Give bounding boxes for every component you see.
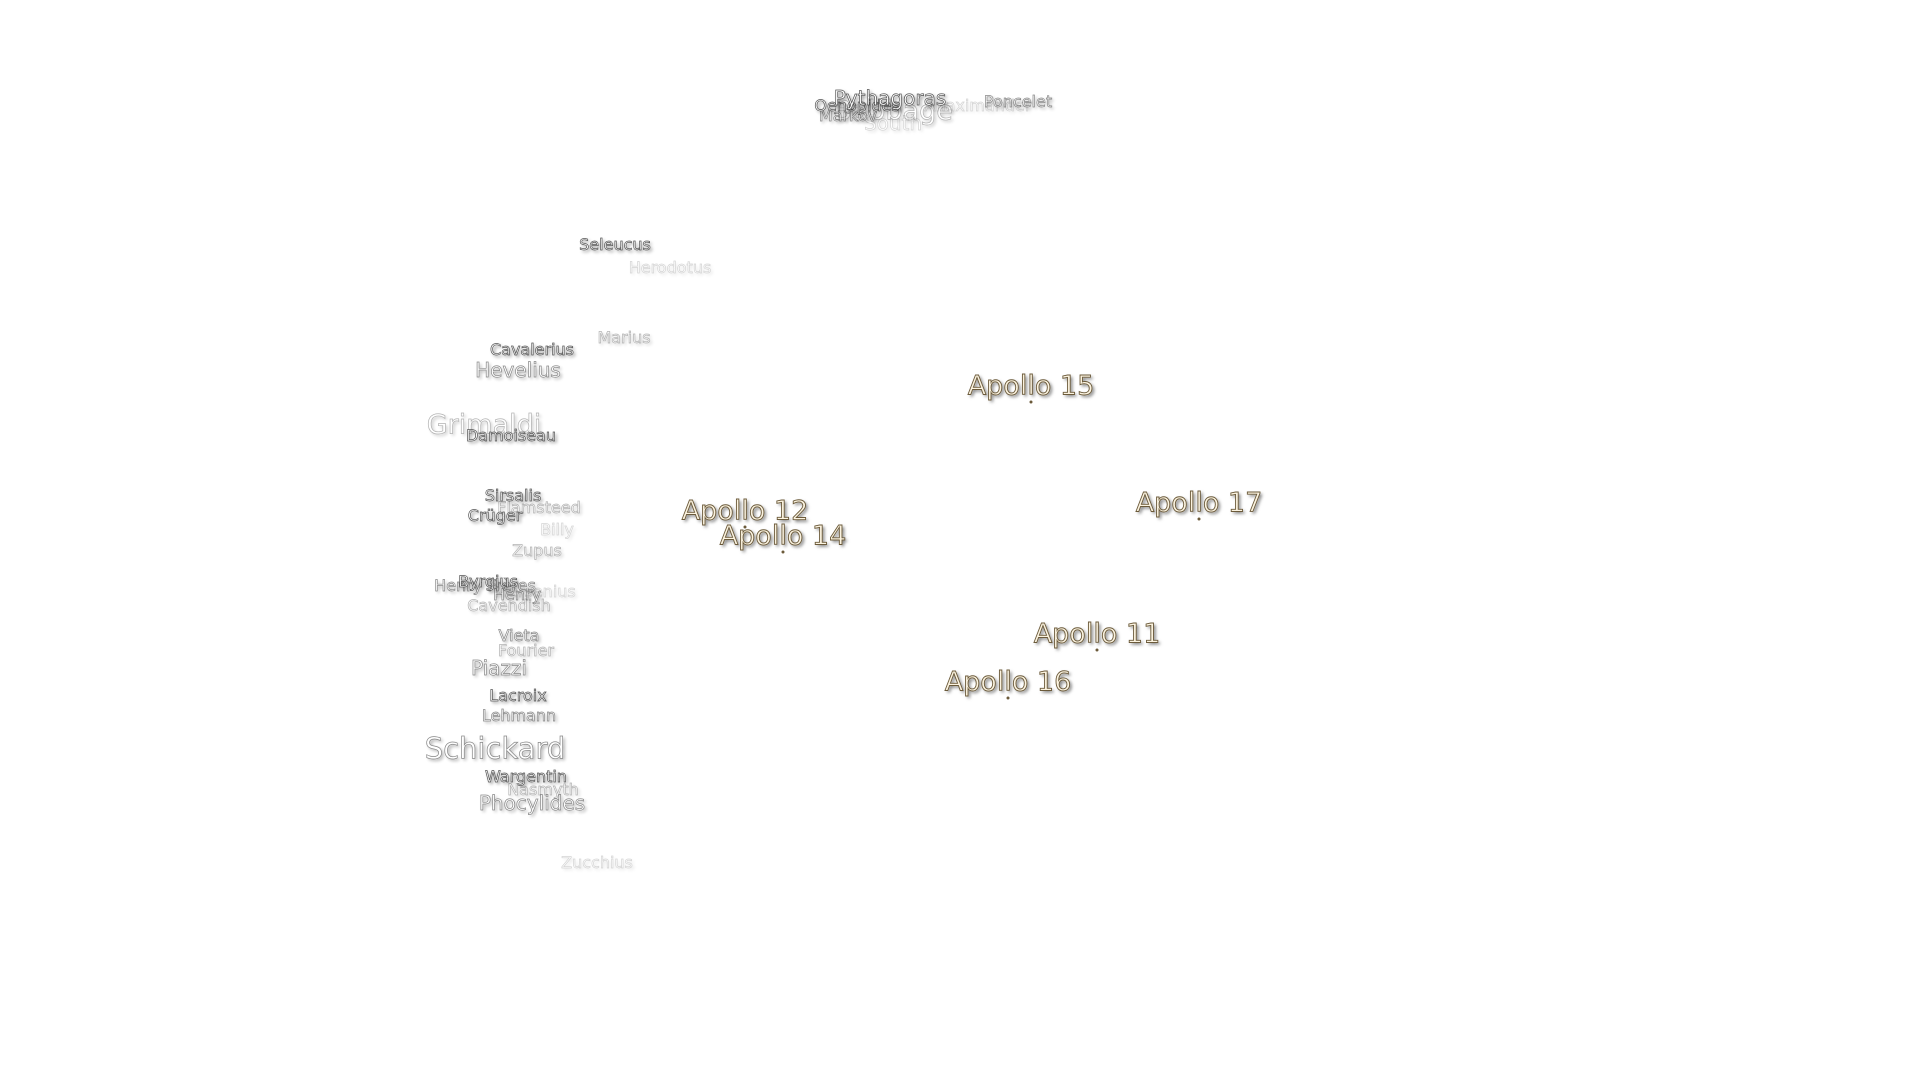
crater-label-byrgius[interactable]: Byrgius — [458, 572, 519, 591]
landing-site-marker-apollo-15[interactable] — [1029, 400, 1033, 404]
crater-label-schickard[interactable]: Schickard — [424, 731, 566, 766]
crater-label-marius[interactable]: Marius — [597, 328, 651, 347]
crater-label-cavendish[interactable]: Cavendish — [467, 596, 551, 615]
crater-label-wargentin[interactable]: Wargentin — [485, 767, 568, 786]
crater-label-sirsalis[interactable]: Sirsalis — [484, 486, 542, 505]
crater-label-cavalerius[interactable]: Cavalerius — [489, 340, 575, 359]
crater-label-flamsteed[interactable]: Flamsteed — [497, 498, 581, 517]
crater-label-grimaldi[interactable]: Grimaldi — [426, 409, 542, 441]
landing-site-marker-apollo-16[interactable] — [1006, 696, 1010, 700]
landing-site-marker-apollo-12[interactable] — [743, 525, 747, 529]
crater-label-markov[interactable]: Markov — [818, 106, 878, 125]
crater-label-poncelet[interactable]: Poncelet — [983, 92, 1053, 111]
crater-label-phocylides[interactable]: Phocylides — [478, 791, 586, 815]
landing-site-label-apollo-16[interactable]: Apollo 16 — [944, 666, 1072, 698]
crater-label-mersenius[interactable]: Mersenius — [494, 582, 576, 601]
landing-site-label-apollo-17[interactable]: Apollo 17 — [1135, 487, 1263, 519]
crater-label-lacroix[interactable]: Lacroix — [489, 686, 547, 705]
crater-label-henry-freres[interactable]: Henry Frères — [434, 576, 536, 595]
landing-site-label-apollo-11[interactable]: Apollo 11 — [1033, 618, 1161, 650]
crater-label-babbage[interactable]: Babbage — [833, 95, 953, 127]
crater-label-vieta[interactable]: Vieta — [498, 626, 540, 645]
landing-site-marker-apollo-17[interactable] — [1197, 517, 1201, 521]
crater-label-damoiseau[interactable]: Damoiseau — [465, 426, 557, 445]
crater-label-seleucus[interactable]: Seleucus — [579, 235, 651, 254]
crater-label-hevelius[interactable]: Hevelius — [475, 358, 561, 382]
landing-site-label-apollo-15[interactable]: Apollo 15 — [967, 370, 1095, 402]
crater-label-henry[interactable]: Henry — [492, 585, 542, 604]
landing-site-label-apollo-12[interactable]: Apollo 12 — [681, 495, 809, 527]
crater-label-fourier[interactable]: Fourier — [497, 641, 555, 660]
landing-site-label-apollo-14[interactable]: Apollo 14 — [719, 520, 847, 552]
crater-label-lehmann[interactable]: Lehmann — [481, 706, 557, 725]
crater-label-zucchius[interactable]: Zucchius — [561, 853, 633, 872]
crater-label-zupus[interactable]: Zupus — [512, 541, 562, 560]
crater-label-anaximander[interactable]: Anaximander — [924, 96, 1032, 115]
crater-label-herodotus[interactable]: Herodotus — [628, 258, 712, 277]
crater-label-nasmyth[interactable]: Nasmyth — [507, 780, 579, 799]
landing-site-marker-apollo-11[interactable] — [1095, 648, 1099, 652]
crater-label-cruger[interactable]: Crüger — [467, 506, 523, 525]
crater-label-oenopides[interactable]: Oenopides — [814, 96, 900, 115]
crater-label-piazzi[interactable]: Piazzi — [471, 656, 528, 680]
crater-label-billy[interactable]: Billy — [540, 520, 574, 539]
crater-label-pythagoras[interactable]: Pythagoras — [833, 86, 947, 110]
landing-site-marker-apollo-14[interactable] — [781, 550, 785, 554]
crater-label-south[interactable]: South — [863, 111, 923, 135]
